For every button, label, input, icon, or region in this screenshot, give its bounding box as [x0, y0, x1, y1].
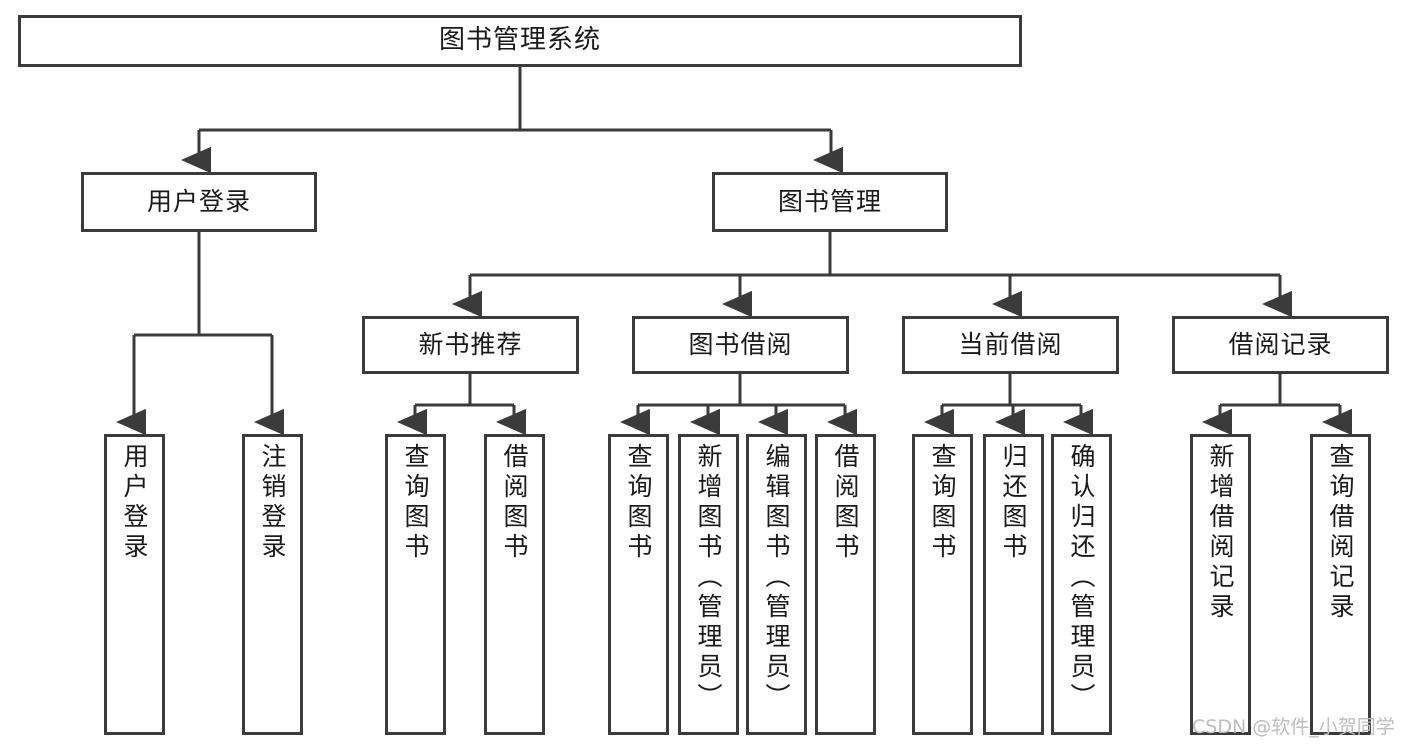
leaf-borrow-book[interactable]: 借阅图书: [815, 434, 876, 735]
node-user-login-label: 用户登录: [146, 187, 251, 216]
leaf-confirm-return-admin[interactable]: 确认归还（管理员）: [1051, 434, 1112, 735]
leaf-add-borrow-record[interactable]: 新增借阅记录: [1190, 434, 1251, 735]
node-new-book-recommend-label: 新书推荐: [418, 330, 523, 359]
node-book-management-label: 图书管理: [777, 187, 882, 216]
leaf-confirm-return-admin-label: 确认归还（管理员）: [1067, 443, 1096, 713]
leaf-query-borrow-record[interactable]: 查询借阅记录: [1310, 434, 1371, 735]
leaf-query-book-recommend-label: 查询图书: [401, 443, 430, 563]
leaf-add-borrow-record-label: 新增借阅记录: [1206, 443, 1235, 623]
leaf-add-book-admin-label: 新增图书（管理员）: [694, 443, 723, 713]
leaf-add-book-admin[interactable]: 新增图书（管理员）: [678, 434, 739, 735]
node-book-borrow-label: 图书借阅: [688, 330, 793, 359]
leaf-user-login-label: 用户登录: [120, 443, 149, 563]
leaf-query-book-current-label: 查询图书: [928, 443, 957, 563]
leaf-logout[interactable]: 注销登录: [242, 434, 303, 735]
leaf-borrow-book-label: 借阅图书: [831, 443, 860, 563]
node-root[interactable]: 图书管理系统: [18, 15, 1022, 67]
leaf-borrow-book-recommend-label: 借阅图书: [500, 443, 529, 563]
leaf-return-book[interactable]: 归还图书: [983, 434, 1044, 735]
leaf-edit-book-admin-label: 编辑图书（管理员）: [762, 443, 791, 713]
leaf-user-login[interactable]: 用户登录: [104, 434, 165, 735]
node-user-login[interactable]: 用户登录: [81, 172, 317, 232]
leaf-query-book-borrow[interactable]: 查询图书: [608, 434, 669, 735]
node-borrow-record[interactable]: 借阅记录: [1172, 316, 1389, 374]
node-book-management[interactable]: 图书管理: [712, 172, 948, 232]
node-book-borrow[interactable]: 图书借阅: [632, 316, 849, 374]
node-borrow-record-label: 借阅记录: [1228, 330, 1333, 359]
leaf-query-borrow-record-label: 查询借阅记录: [1326, 443, 1355, 623]
leaf-query-book-current[interactable]: 查询图书: [912, 434, 973, 735]
leaf-return-book-label: 归还图书: [999, 443, 1028, 563]
leaf-edit-book-admin[interactable]: 编辑图书（管理员）: [746, 434, 807, 735]
node-new-book-recommend[interactable]: 新书推荐: [362, 316, 579, 374]
leaf-query-book-borrow-label: 查询图书: [624, 443, 653, 563]
leaf-logout-label: 注销登录: [258, 443, 287, 563]
leaf-query-book-recommend[interactable]: 查询图书: [385, 434, 446, 735]
leaf-borrow-book-recommend[interactable]: 借阅图书: [484, 434, 545, 735]
node-current-borrow[interactable]: 当前借阅: [902, 316, 1119, 374]
node-current-borrow-label: 当前借阅: [958, 330, 1063, 359]
csdn-watermark: CSDN @软件_小贺同学: [1192, 716, 1395, 738]
node-root-label: 图书管理系统: [438, 25, 601, 56]
